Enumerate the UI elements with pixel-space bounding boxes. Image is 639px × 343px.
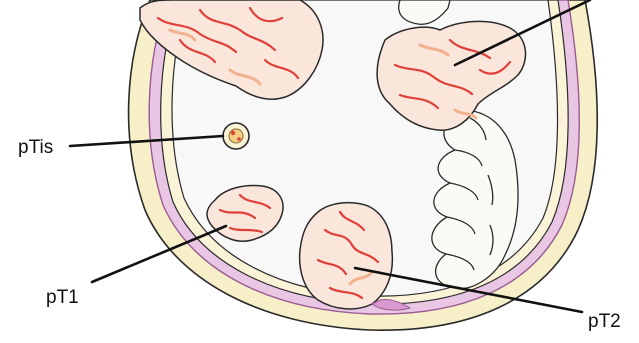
- label-pt2: pT2: [588, 312, 621, 331]
- label-ptis: pTis: [18, 138, 53, 157]
- tumor-ptis: [223, 123, 249, 149]
- label-pt1: pT1: [46, 288, 79, 307]
